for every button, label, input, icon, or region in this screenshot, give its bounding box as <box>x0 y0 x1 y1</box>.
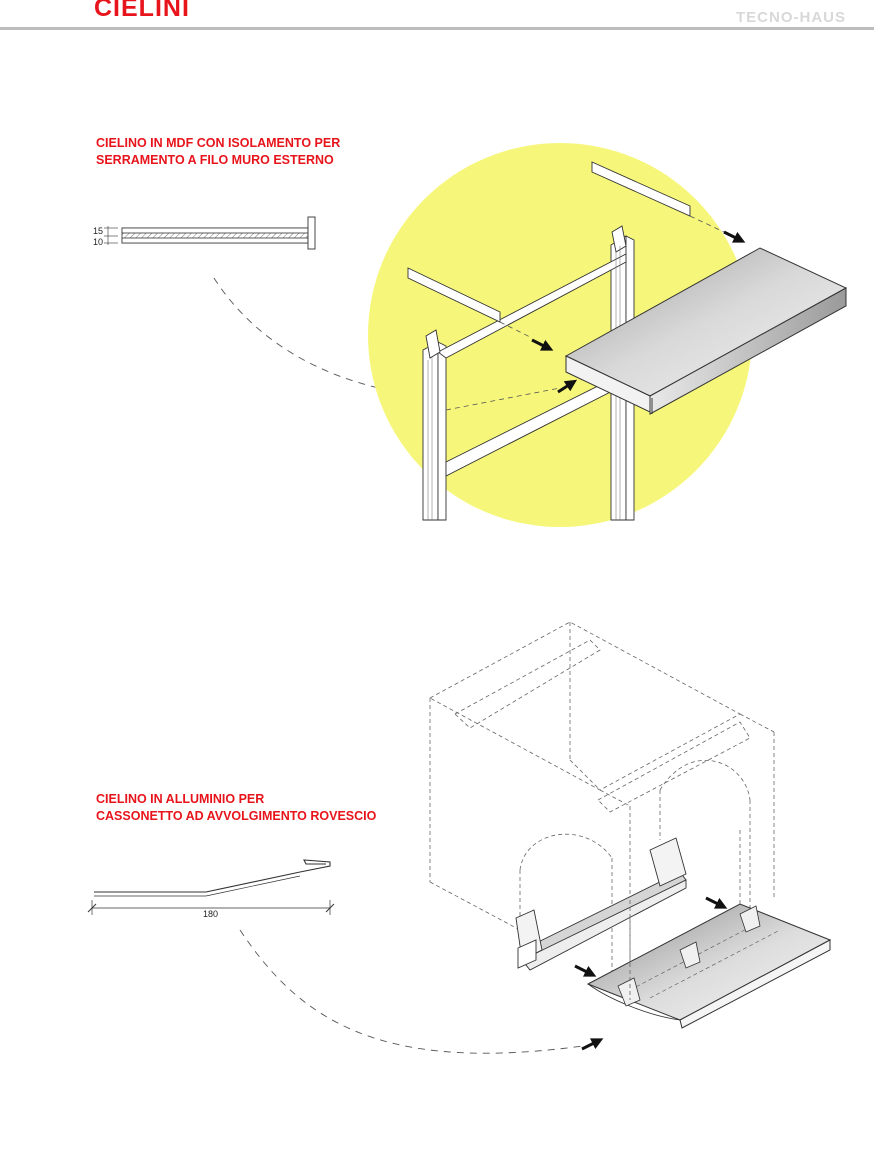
mdf-detail-callout <box>368 143 848 527</box>
dimension-15: 15 <box>93 226 103 236</box>
aluminium-sill-caption-line-1: CIELINO IN ALLUMINIO PER <box>96 792 265 806</box>
aluminium-sill-tray <box>586 903 832 1029</box>
mdf-sill-caption-line-1: CIELINO IN MDF CON ISOLAMENTO PER <box>96 136 341 150</box>
mdf-leader-curve <box>213 277 541 399</box>
roller-box-assembly <box>429 621 832 1051</box>
mdf-sill-profile: 15 10 <box>93 216 316 250</box>
mdf-sill-caption-line-2: SERRAMENTO A FILO MURO ESTERNO <box>96 153 334 167</box>
aluminium-sill-caption-line-2: CASSONETTO AD AVVOLGIMENTO ROVESCIO <box>96 809 377 823</box>
aluminium-leader-curve <box>239 929 591 1054</box>
dimension-180: 180 <box>203 909 218 919</box>
mdf-sill-caption: CIELINO IN MDF CON ISOLAMENTO PER SERRAM… <box>96 135 340 169</box>
aluminium-sill-profile: 180 <box>87 859 335 919</box>
aluminium-sill-caption: CIELINO IN ALLUMINIO PER CASSONETTO AD A… <box>96 791 376 825</box>
page-title: CIELINI <box>94 0 190 22</box>
brand-name: TECNO-HAUS <box>736 9 846 26</box>
dimension-10: 10 <box>93 237 103 247</box>
header-divider <box>0 27 874 30</box>
mdf-sill-board <box>564 247 848 415</box>
